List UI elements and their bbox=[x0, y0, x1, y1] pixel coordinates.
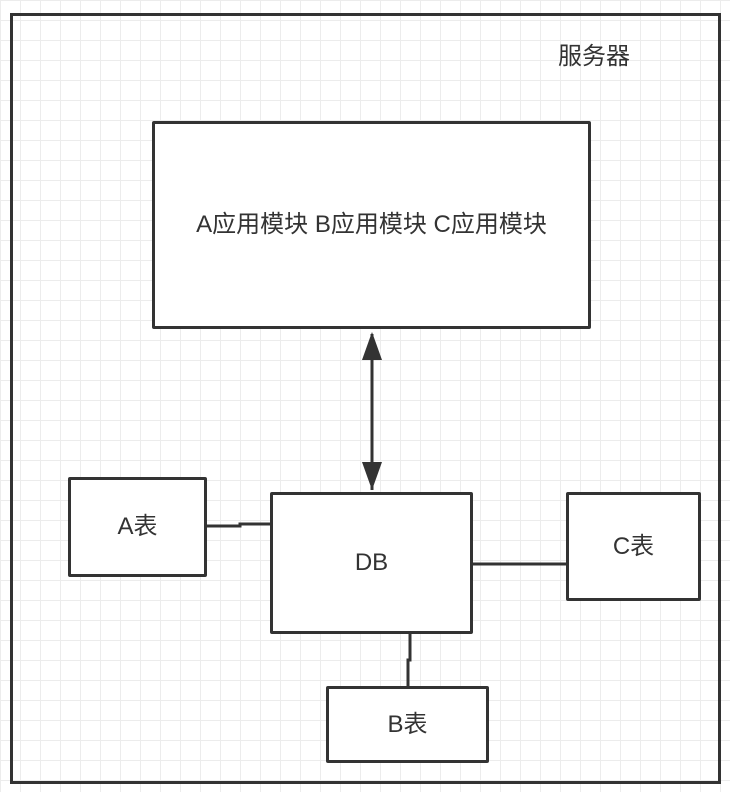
app-modules-label: A应用模块 B应用模块 C应用模块 bbox=[196, 211, 547, 238]
app-modules-box[interactable]: A应用模块 B应用模块 C应用模块 bbox=[152, 121, 591, 329]
db-label: DB bbox=[354, 549, 389, 576]
arrowhead-down-icon bbox=[362, 462, 382, 490]
connector-db-b-table bbox=[406, 633, 412, 687]
a-table-label: A表 bbox=[117, 513, 158, 540]
c-table-box[interactable]: C表 bbox=[566, 492, 701, 601]
connector-a-table-db bbox=[207, 522, 271, 528]
a-table-box[interactable]: A表 bbox=[68, 477, 207, 577]
server-label: 服务器 bbox=[558, 43, 630, 70]
c-table-label: C表 bbox=[612, 532, 655, 560]
db-box[interactable]: DB bbox=[270, 492, 473, 634]
b-table-box[interactable]: B表 bbox=[326, 686, 489, 763]
b-table-label: B表 bbox=[387, 710, 428, 738]
server-frame bbox=[10, 13, 721, 784]
arrowhead-up-icon bbox=[362, 332, 382, 360]
